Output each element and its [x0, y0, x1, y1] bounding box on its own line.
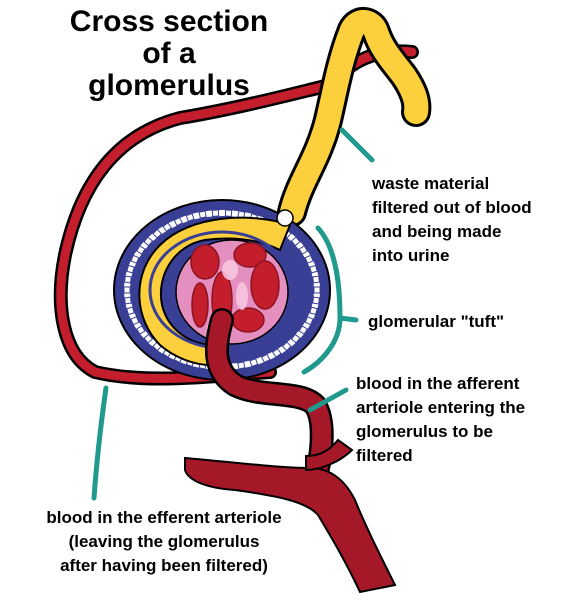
capsule-cell: [162, 222, 173, 232]
title-line: of a: [142, 37, 196, 70]
diagram-title: Cross section of a glomerulus: [24, 6, 314, 102]
tuft-loops: [190, 242, 280, 333]
label-waste-material: waste material filtered out of blood and…: [372, 172, 532, 268]
label-afferent-arteriole: blood in the afferent arteriole entering…: [356, 372, 525, 468]
label-line: blood in the efferent arteriole: [46, 508, 282, 527]
capsule-cell: [123, 275, 132, 284]
capsule-cell: [260, 353, 271, 364]
interlobular-artery: [184, 456, 397, 594]
label-line: glomerulus to be: [356, 422, 493, 441]
label-glomerular-tuft: glomerular "tuft": [368, 310, 504, 334]
label-line: glomerular "tuft": [368, 312, 505, 331]
capsule-cell: [298, 325, 309, 335]
leader-afferent: [307, 387, 349, 413]
title-line: glomerulus: [88, 69, 250, 102]
label-line: into urine: [372, 246, 450, 265]
capsule-cell: [135, 245, 146, 255]
label-line: after having been filtered): [60, 556, 268, 575]
capsule-cell: [271, 348, 282, 358]
leader-waste: [339, 127, 375, 163]
label-line: blood in the afferent: [356, 374, 520, 393]
label-line: waste material: [372, 174, 490, 193]
capsule-cell: [309, 306, 318, 316]
label-line: and being made: [372, 222, 502, 241]
capsule-cell: [143, 333, 154, 344]
leader-lines: [91, 127, 375, 501]
capsule-cell: [312, 296, 321, 305]
capsule-cell: [198, 210, 207, 219]
capsule-cell: [224, 209, 233, 217]
capsule-cell: [237, 361, 246, 370]
capsule-cell: [135, 325, 146, 335]
capsule-cell: [249, 358, 259, 368]
capsule-cell: [173, 216, 184, 227]
label-line: filtered out of blood: [372, 198, 532, 217]
capsule-cell: [185, 212, 195, 222]
capsule-cell: [126, 306, 135, 316]
capsule-cell: [123, 286, 131, 294]
tubule-opening: [276, 209, 294, 227]
capsule-cell: [309, 264, 318, 274]
capsule-cell: [290, 333, 301, 344]
capsule-cell: [313, 286, 321, 294]
label-efferent-arteriole: blood in the efferent arteriole (leaving…: [4, 506, 324, 578]
capsule-cell: [290, 236, 301, 247]
label-line: (leaving the glomerulus: [68, 532, 260, 551]
leader-efferent: [91, 385, 109, 501]
label-line: arteriole entering the: [356, 398, 526, 417]
capsule-cell: [143, 236, 154, 247]
title-line: Cross section: [69, 5, 269, 38]
capsule-cell: [298, 245, 309, 255]
capsule-cell: [126, 264, 135, 274]
capsule-cell: [312, 275, 321, 284]
label-line: filtered: [356, 446, 413, 465]
capsule-cell: [211, 209, 220, 217]
capsule-cell: [123, 296, 132, 305]
